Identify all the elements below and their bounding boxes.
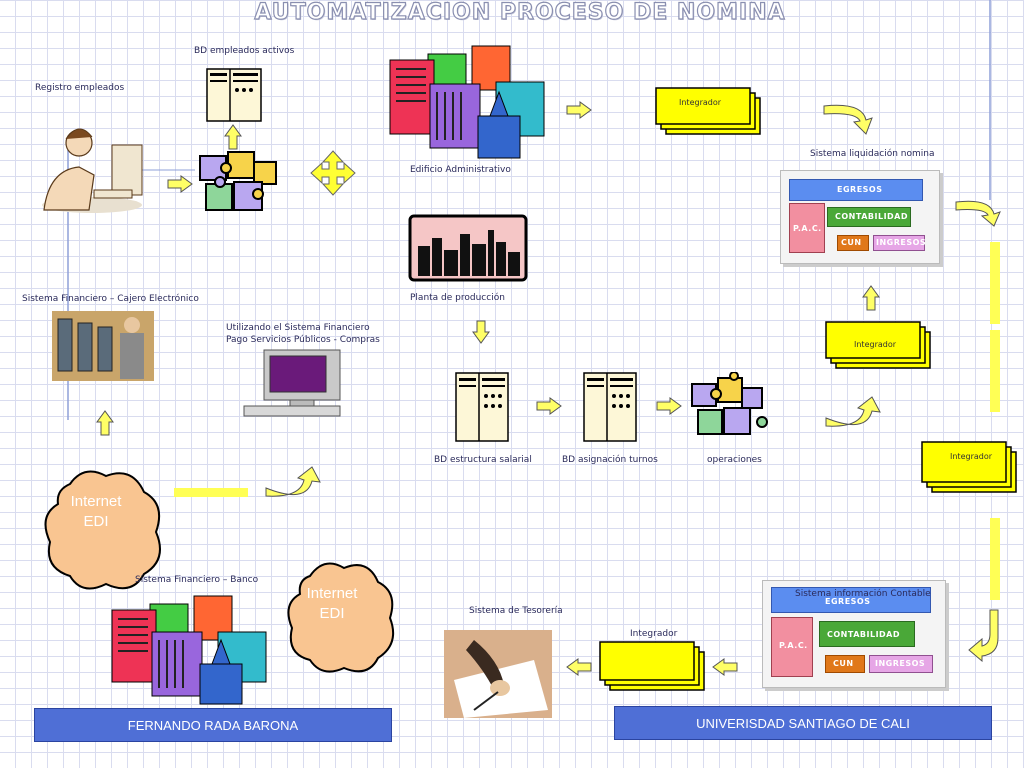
office-worker-icon (42, 128, 143, 213)
curved-arrow-icon (823, 104, 873, 135)
egresos-label: EGRESOS (825, 597, 871, 606)
atm-user-icon (52, 311, 154, 381)
cun-label: CUN (841, 238, 862, 247)
bd-estructura-label: BD estructura salarial (434, 455, 532, 465)
page-title: AUTOMATIZACION PROCESO DE NOMINA (254, 0, 786, 26)
operaciones-label: operaciones (707, 455, 762, 465)
cun-block (825, 655, 865, 673)
contabilidad-label: CONTABILIDAD (827, 630, 901, 639)
tesoreria-label: Sistema de Tesorería (469, 606, 563, 616)
pac-label: P.A.C. (779, 641, 808, 650)
integrador-label: Integrador (679, 98, 722, 107)
cloud-text-line1: Internet (70, 493, 122, 510)
integrador-label: Integrador (950, 452, 993, 461)
arrow-down-icon (472, 320, 490, 344)
footer-university: UNIVERISDAD SANTIAGO DE CALI (614, 706, 992, 740)
factory-skyline-icon (408, 214, 528, 282)
arrow-up-icon (224, 124, 242, 150)
sistema-cajero-label: Sistema Financiero – Cajero Electrónico (22, 294, 199, 304)
curved-arrow-icon (955, 200, 1001, 227)
integrador-document-stack (825, 321, 931, 369)
pac-label: P.A.C. (793, 224, 822, 233)
server-icon-bd-estructura (455, 372, 509, 442)
cloud-shape-left (44, 470, 161, 590)
sistema-liquidacion-box: EGRESOS P.A.C. CONTABILIDAD CUN INGRESOS (780, 170, 940, 264)
sistema-contable-box: EGRESOS P.A.C. CONTABILIDAD CUN INGRESOS (762, 580, 946, 688)
server-icon-bd-empleados (206, 68, 262, 122)
utilizando-line2: Pago Servicios Públicos - Compras (226, 335, 380, 345)
sistema-banco-label: Sistema Financiero – Banco (135, 575, 259, 585)
ingresos-label: INGRESOS (876, 238, 927, 247)
curved-arrow-down-icon (968, 609, 999, 662)
puzzle-icon (691, 372, 768, 435)
edificio-label: Edificio Administrativo (410, 165, 511, 175)
right-bar-3 (990, 518, 1000, 600)
arrow-right-icon (536, 397, 562, 415)
puzzle-icon (199, 151, 277, 211)
cloud-text-line2: EDI (319, 605, 345, 622)
arrow-right-icon (566, 101, 592, 119)
bd-empleados-label: BD empleados activos (194, 46, 295, 56)
contabilidad-block (827, 207, 911, 227)
right-bar-1 (990, 242, 1000, 324)
sistema-contable-label: Sistema información Contable (795, 589, 931, 599)
planta-label: Planta de producción (410, 293, 505, 303)
pac-block (771, 617, 813, 677)
integrador-document-stack (655, 87, 761, 135)
curved-arrow-up-icon (265, 466, 321, 497)
cloud-shape-right (287, 562, 394, 673)
integrador-bottom-label: Integrador (630, 629, 678, 639)
computer-icon (243, 349, 341, 417)
arrow-up-icon (96, 410, 114, 436)
curved-arrow-up-icon (825, 396, 881, 427)
arrow-right-icon (656, 397, 682, 415)
ingresos-label: INGRESOS (875, 659, 926, 668)
writing-hand-photo (444, 630, 552, 718)
pac-block (789, 203, 825, 253)
arrow-up-icon (862, 285, 880, 311)
contabilidad-label: CONTABILIDAD (835, 212, 909, 221)
footer-author: FERNANDO RADA BARONA (34, 708, 392, 742)
four-way-arrow-icon (310, 150, 356, 196)
cloud-text-line1: Internet (306, 585, 358, 602)
egresos-label: EGRESOS (837, 185, 883, 194)
arrow-right-icon (167, 175, 193, 193)
sistema-liquidacion-label: Sistema liquidación nomina (810, 149, 935, 159)
cun-label: CUN (833, 659, 854, 668)
integrador-label: Integrador (854, 340, 897, 349)
ingresos-block (869, 655, 933, 673)
buildings-icon-bank (111, 595, 267, 705)
ingresos-block (873, 235, 925, 251)
arrow-left-icon (712, 658, 738, 676)
buildings-icon-admin (389, 45, 545, 159)
integrador-document-stack (599, 641, 705, 691)
horizontal-bar (174, 488, 248, 497)
egresos-block (771, 587, 931, 613)
egresos-block (789, 179, 923, 201)
arrow-left-icon (566, 658, 592, 676)
server-icon-bd-asignacion (583, 372, 637, 442)
contabilidad-block (819, 621, 915, 647)
utilizando-line1: Utilizando el Sistema Financiero (226, 323, 370, 333)
bd-asignacion-label: BD asignación turnos (562, 455, 658, 465)
cloud-text-line2: EDI (83, 513, 109, 530)
integrador-document-stack (921, 441, 1017, 493)
right-bar-2 (990, 330, 1000, 412)
registro-label: Registro empleados (35, 83, 125, 93)
cun-block (837, 235, 869, 251)
